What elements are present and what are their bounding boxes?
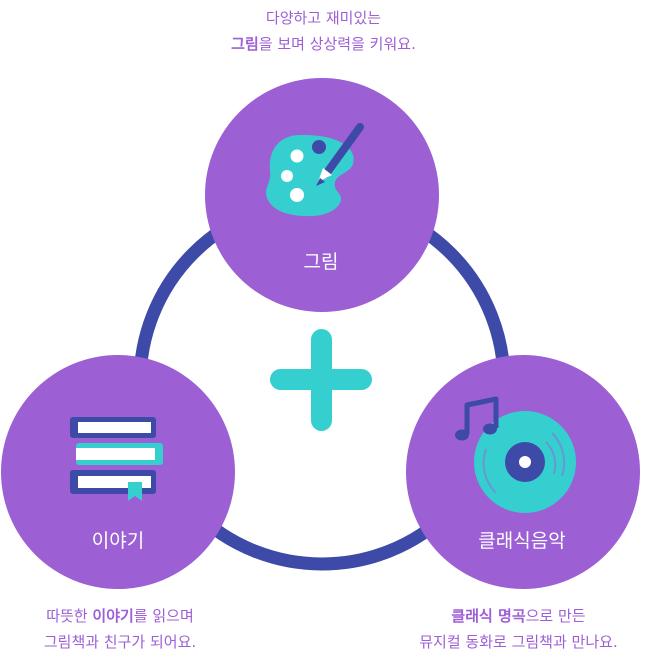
plus-icon — [270, 329, 372, 431]
books-icon — [70, 417, 163, 501]
node-story: 이야기 — [1, 355, 235, 589]
caption-story-bold: 이야기 — [92, 607, 134, 625]
caption-story-line1: 따뜻한 이야기를 읽으며 — [0, 603, 240, 629]
caption-drawing-line1: 다양하고 재미있는 — [265, 9, 382, 27]
node-music: 클래식음악 — [406, 355, 640, 589]
caption-story-line2: 그림책과 친구가 되어요. — [43, 633, 197, 651]
caption-story-pre: 따뜻한 — [46, 607, 93, 625]
node-drawing-label: 그림 — [304, 251, 339, 273]
music-record-icon — [455, 396, 576, 513]
node-music-label: 클래식음악 — [478, 530, 565, 552]
caption-music: 클래식 명곡으로 만든 뮤지컬 동화로 그림책과 만나요. — [390, 603, 647, 655]
caption-drawing-line2: 그림을 보며 상상력을 키워요. — [0, 31, 647, 57]
palette-icon — [266, 123, 364, 217]
node-story-label: 이야기 — [92, 530, 144, 552]
caption-drawing: 다양하고 재미있는 그림을 보며 상상력을 키워요. — [0, 5, 647, 57]
caption-drawing-rest: 을 보며 상상력을 키워요. — [258, 35, 416, 53]
caption-story: 따뜻한 이야기를 읽으며 그림책과 친구가 되어요. — [0, 603, 240, 655]
caption-music-line1: 클래식 명곡으로 만든 — [390, 603, 647, 629]
caption-music-bold: 클래식 명곡 — [451, 607, 526, 625]
caption-drawing-bold: 그림 — [231, 35, 259, 53]
node-drawing: 그림 — [205, 78, 439, 312]
music-note-icon — [455, 396, 499, 441]
caption-music-rest: 으로 만든 — [525, 607, 586, 625]
caption-story-rest: 를 읽으며 — [133, 607, 194, 625]
caption-music-line2: 뮤지컬 동화로 그림책과 만나요. — [419, 633, 618, 651]
